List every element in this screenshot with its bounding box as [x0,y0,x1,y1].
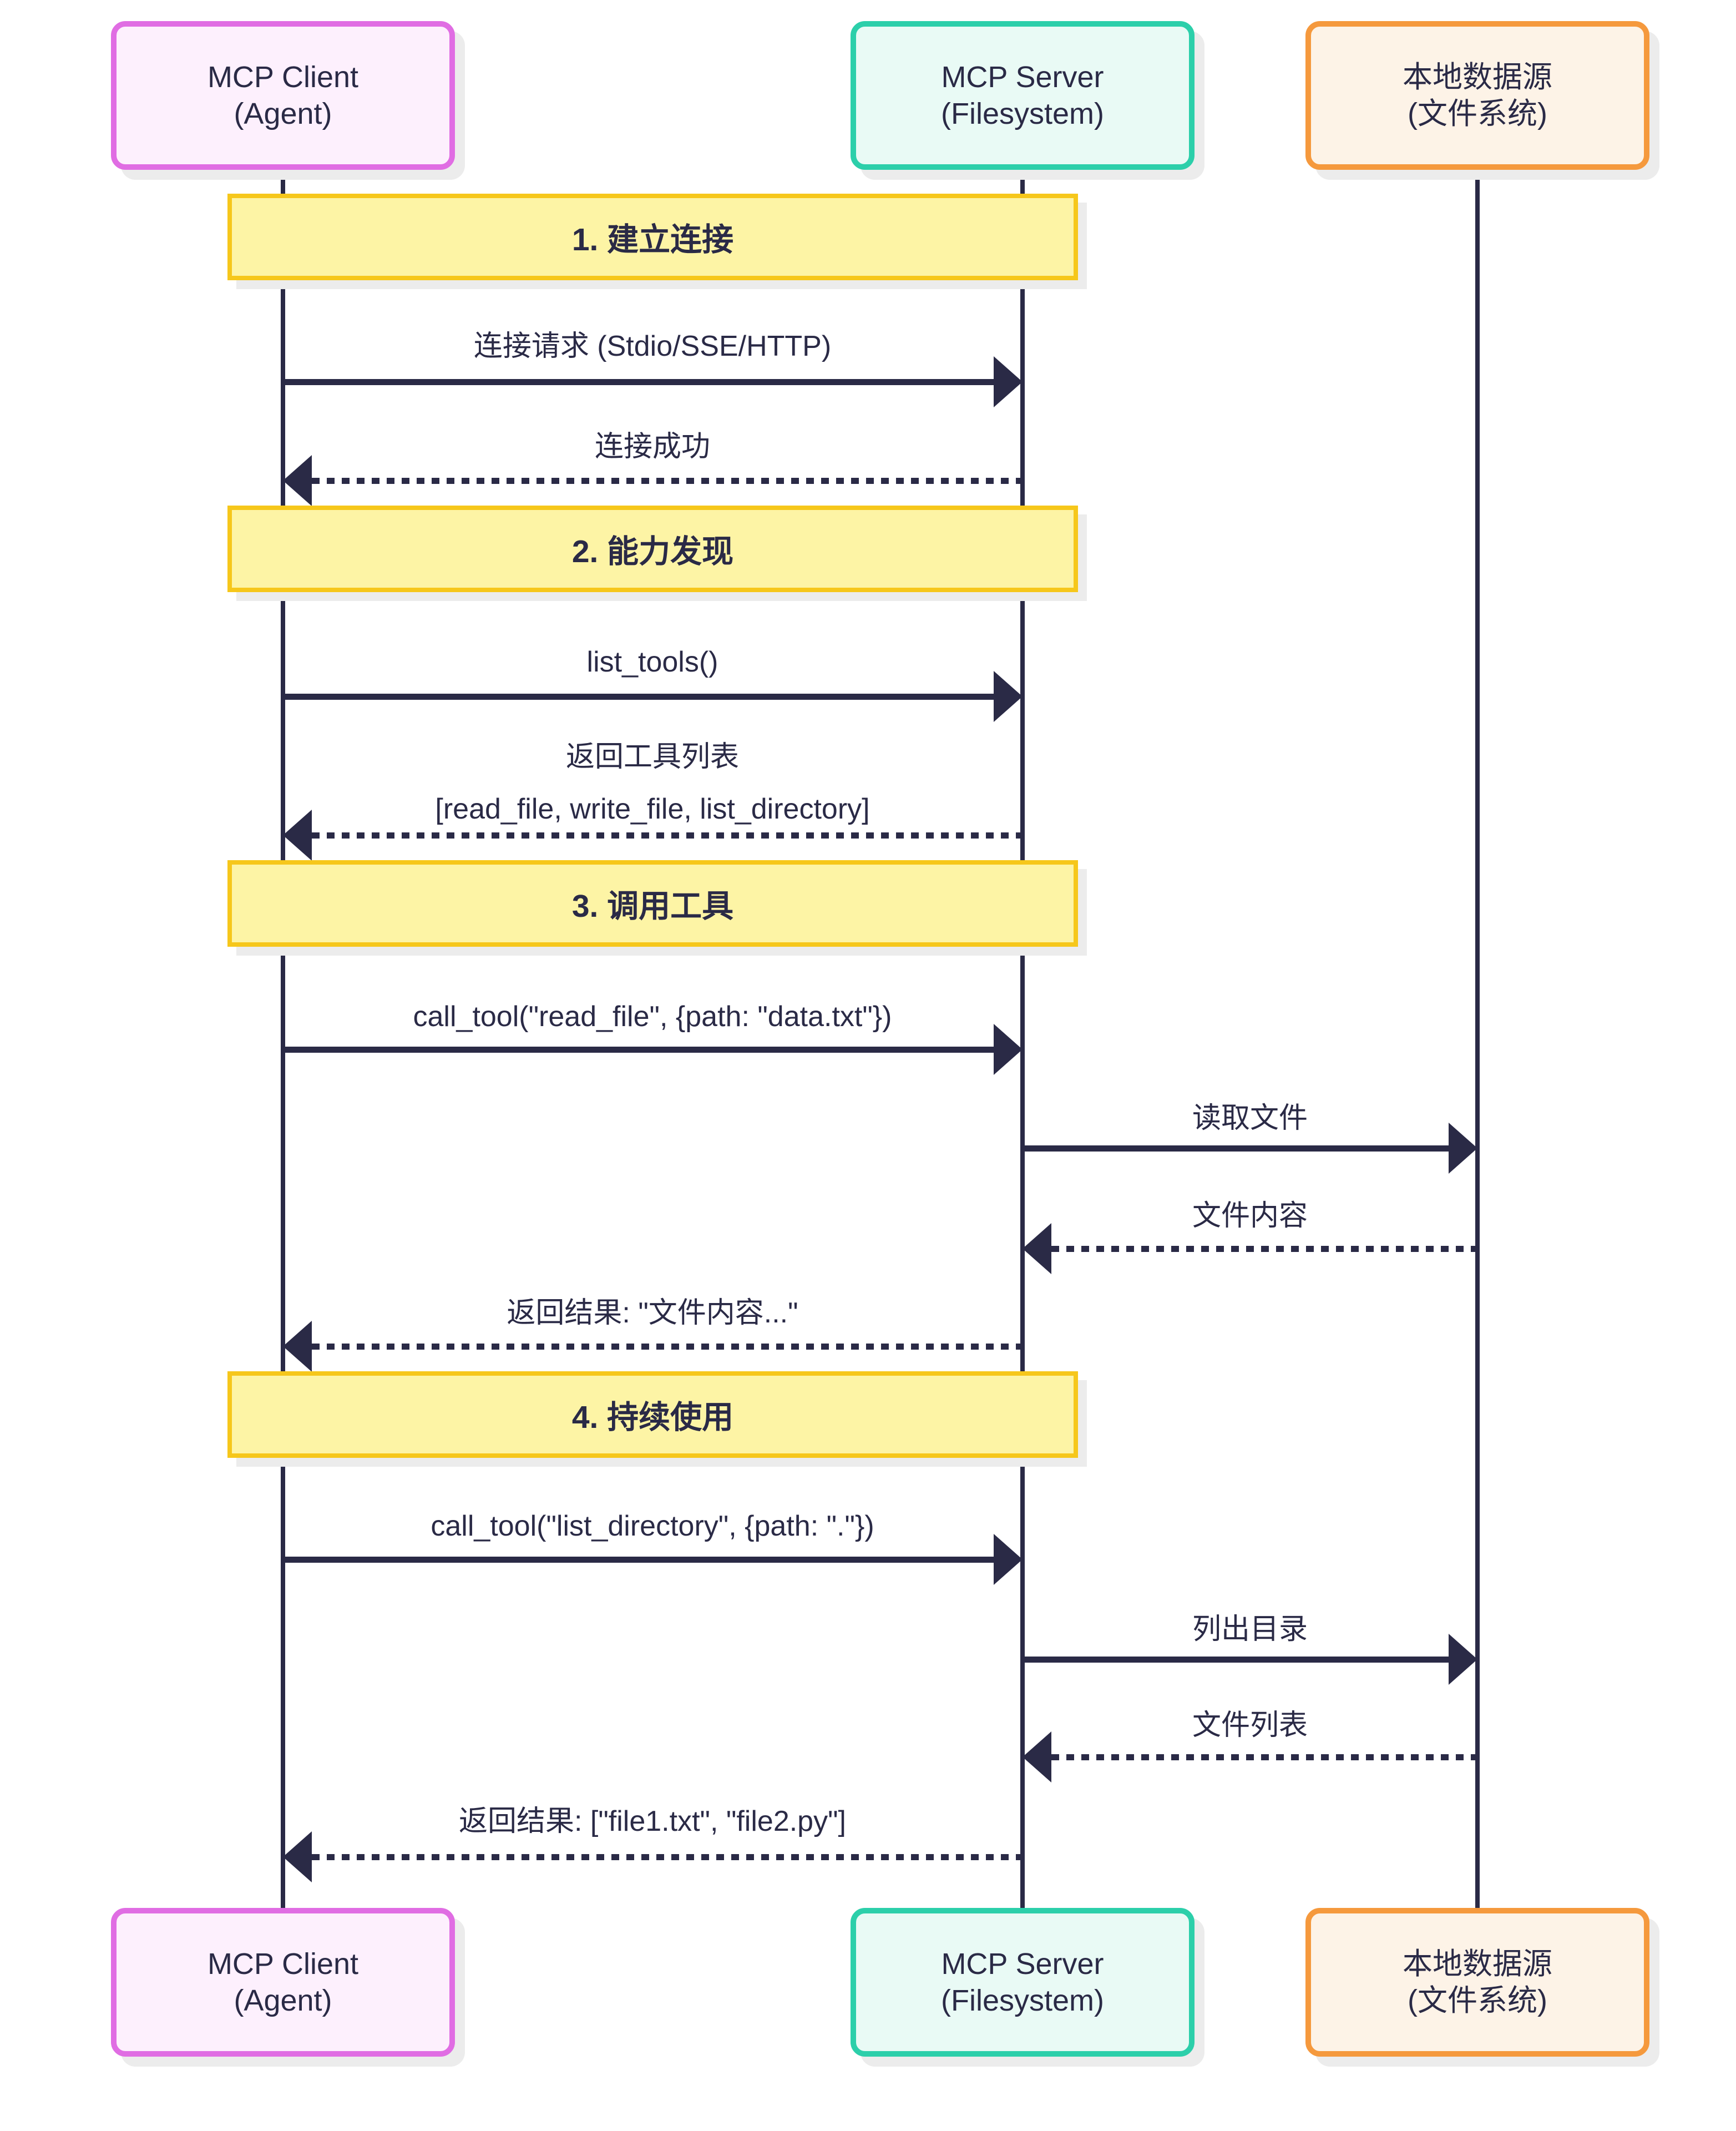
actor-client-bottom: MCP Client (Agent) [111,1908,455,2057]
message-arrow-4 [312,832,1023,839]
arrowhead-left [283,1831,312,1882]
arrowhead-right [994,1534,1023,1585]
section-note-3: 3. 调用工具 [227,860,1078,947]
arrowhead-left [283,810,312,861]
actor-datasource-bottom: 本地数据源 (文件系统) [1305,1908,1649,2057]
actor-server-top: MCP Server (Filesystem) [851,21,1195,170]
section-note-4: 4. 持续使用 [227,1371,1078,1458]
message-label-6: 读取文件 [1192,1102,1308,1134]
arrowhead-left [283,1321,312,1372]
message-arrow-8 [312,1344,1023,1350]
actor-datasource-top: 本地数据源 (文件系统) [1305,21,1649,170]
arrowhead-right [994,356,1023,407]
message-arrow-9 [283,1557,994,1563]
message-arrow-10 [1023,1657,1449,1663]
actor-sublabel: (Agent) [234,97,332,130]
message-label-12: 返回结果: ["file1.txt", "file2.py"] [458,1805,847,1837]
actor-label: MCP Client [207,60,359,94]
arrowhead-right [994,671,1023,722]
message-label-11: 文件列表 [1192,1709,1308,1741]
message-arrow-6 [1023,1145,1449,1152]
arrowhead-right [994,1024,1023,1075]
lifeline-datasource [1475,166,1480,1912]
arrowhead-left [1023,1223,1051,1274]
actor-label: MCP Server [941,1947,1104,1981]
actor-sublabel: (Filesystem) [941,97,1104,130]
actor-label: 本地数据源 [1403,1947,1552,1981]
message-arrow-11 [1051,1754,1477,1760]
actor-client-top: MCP Client (Agent) [111,21,455,170]
message-arrow-7 [1051,1246,1477,1252]
actor-server-bottom: MCP Server (Filesystem) [851,1908,1195,2057]
arrowhead-left [1023,1731,1051,1782]
actor-label: 本地数据源 [1403,60,1552,94]
section-note-label: 3. 调用工具 [571,888,734,924]
message-arrow-3 [283,694,994,700]
arrowhead-left [283,455,312,506]
message-label-3: list_tools() [586,646,718,678]
actor-sublabel: (文件系统) [1408,1984,1547,2017]
lifeline-server [1020,166,1025,1912]
message-label-1: 连接请求 (Stdio/SSE/HTTP) [473,330,832,362]
section-note-2: 2. 能力发现 [227,506,1078,592]
actor-sublabel: (Filesystem) [941,1984,1104,2017]
arrowhead-right [1449,1123,1477,1174]
message-label-8: 返回结果: "文件内容..." [507,1297,798,1329]
actor-label: MCP Client [207,1947,359,1981]
message-arrow-12 [312,1854,1023,1860]
section-note-1: 1. 建立连接 [227,194,1078,280]
message-label-9: call_tool("list_directory", {path: "."}) [431,1510,874,1542]
message-label-5: call_tool("read_file", {path: "data.txt"… [413,1001,892,1033]
actor-label: MCP Server [941,60,1104,94]
message-label-7: 文件内容 [1192,1200,1308,1232]
lifeline-client [281,166,285,1912]
actor-sublabel: (Agent) [234,1984,332,2017]
section-note-label: 1. 建立连接 [571,222,734,257]
arrowhead-right [1449,1634,1477,1685]
message-label-2: 连接成功 [594,431,711,463]
message-arrow-5 [283,1047,994,1053]
message-arrow-1 [283,379,994,385]
message-label-4: 返回工具列表 [read_file, write_file, list_dire… [435,741,870,825]
message-label-10: 列出目录 [1192,1613,1308,1645]
section-note-label: 4. 持续使用 [571,1400,734,1435]
message-arrow-2 [312,478,1023,484]
section-note-label: 2. 能力发现 [571,534,734,569]
actor-sublabel: (文件系统) [1408,97,1547,130]
